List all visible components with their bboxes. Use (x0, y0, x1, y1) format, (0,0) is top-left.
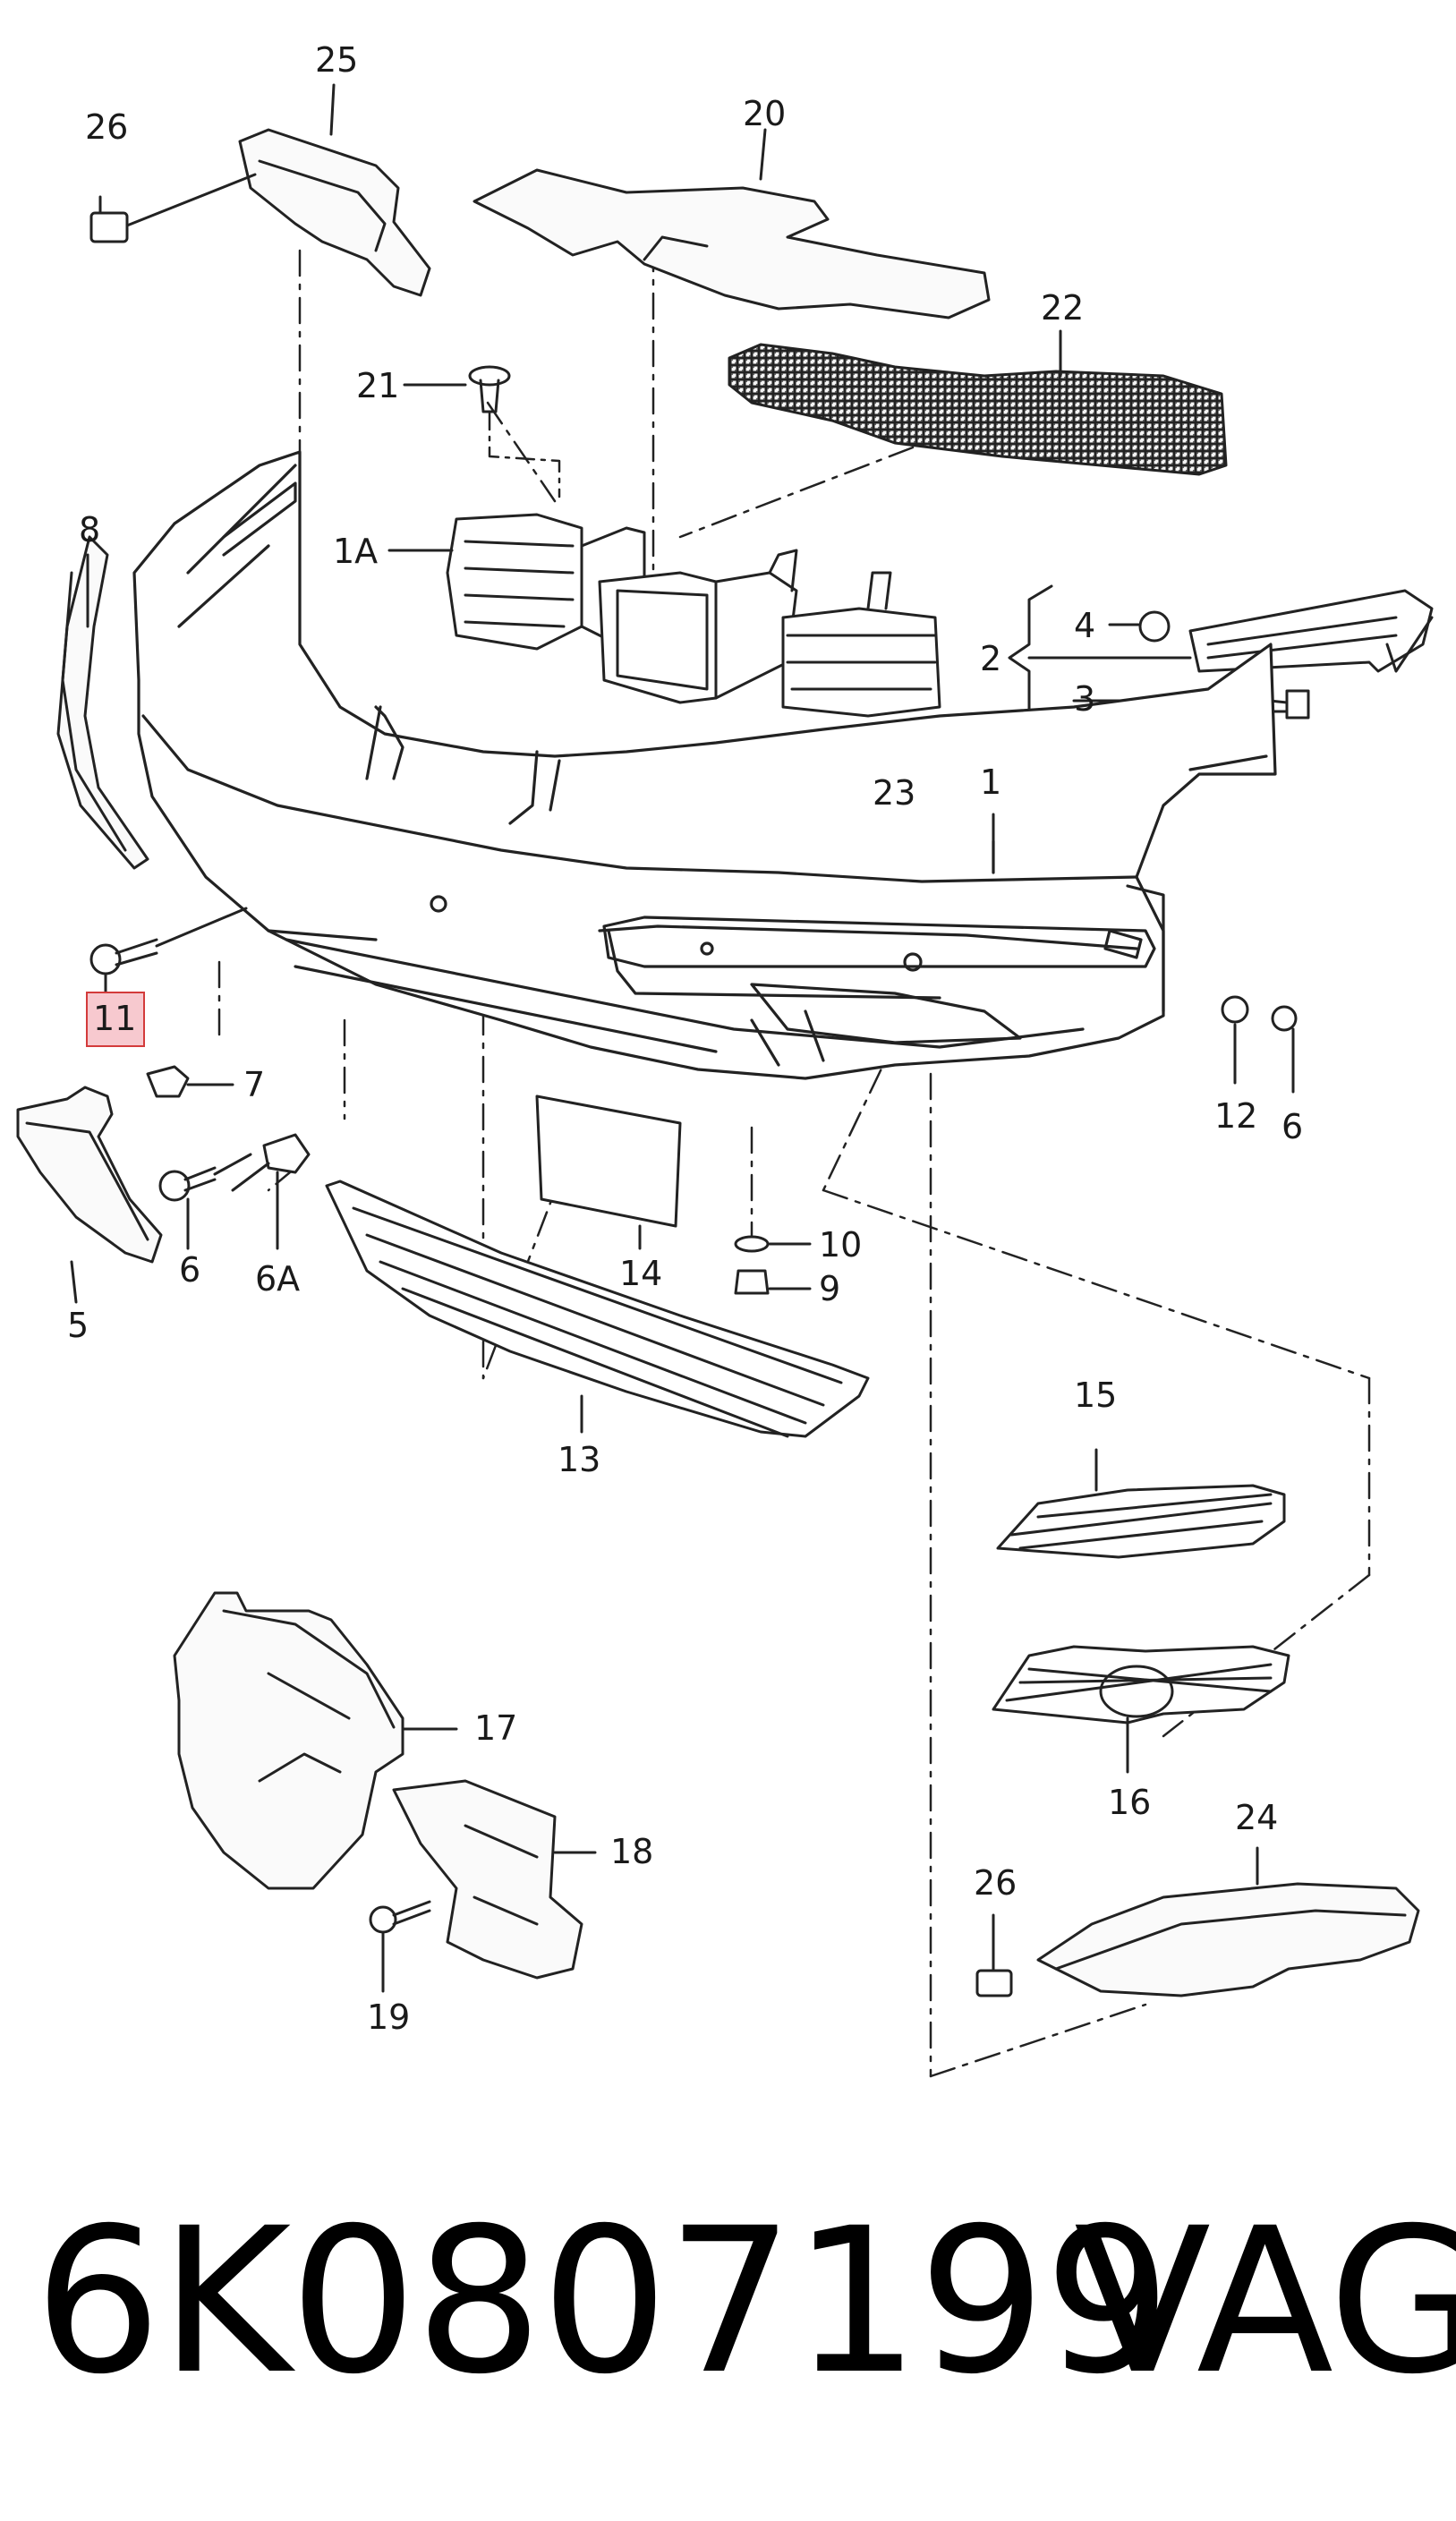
callout-1a[interactable]: 1A (333, 532, 379, 571)
callout-18[interactable]: 18 (610, 1832, 654, 1871)
callout-6-left[interactable]: 6 (179, 1250, 201, 1290)
callout-4[interactable]: 4 (1074, 606, 1096, 645)
part-4-nut (1108, 610, 1171, 643)
footer: 6K0807199 VAG (0, 2202, 1456, 2470)
part-1-bumper (132, 450, 1277, 1080)
callout-8[interactable]: 8 (79, 510, 101, 549)
callout-9[interactable]: 9 (819, 1269, 841, 1308)
callout-17[interactable]: 17 (474, 1708, 518, 1748)
callout-15[interactable]: 15 (1074, 1375, 1118, 1415)
leader-25 (329, 83, 336, 136)
part-18-bracket (392, 1779, 597, 1980)
callout-16[interactable]: 16 (1108, 1783, 1152, 1822)
part-6-screw-left (158, 1153, 252, 1250)
callout-11[interactable]: 11 (93, 999, 137, 1038)
part-12-nut (1221, 995, 1249, 1085)
callout-22[interactable]: 22 (1041, 288, 1085, 328)
callout-23[interactable]: 23 (873, 773, 916, 813)
callout-13[interactable]: 13 (558, 1440, 601, 1479)
part-22-foam-absorber (728, 343, 1228, 476)
part-26-clip-right (975, 1913, 1013, 1997)
part-6-screw-right (1271, 1005, 1298, 1094)
callout-24[interactable]: 24 (1235, 1798, 1279, 1837)
part-11-screw (89, 907, 248, 1000)
callout-3[interactable]: 3 (1074, 679, 1096, 719)
part-13-lower-grille (325, 1180, 870, 1438)
part-14-plate (535, 1094, 682, 1250)
callout-1[interactable]: 1 (980, 762, 1002, 802)
callout-26-right[interactable]: 26 (974, 1863, 1017, 1903)
part-25-duct (238, 128, 431, 297)
part-8-strip (56, 535, 149, 870)
callout-19[interactable]: 19 (367, 1997, 411, 2037)
callout-5[interactable]: 5 (67, 1306, 89, 1345)
leader-20 (759, 128, 767, 181)
part-26-clip (89, 173, 257, 243)
part-21-clip (403, 365, 561, 498)
exploded-parts-diagram (16, 83, 1434, 2078)
part-16-fog-grille (992, 1645, 1290, 1774)
callout-7[interactable]: 7 (243, 1065, 266, 1104)
callout-12[interactable]: 12 (1214, 1096, 1258, 1136)
part-19-screw (369, 1900, 431, 1993)
callout-6-right[interactable]: 6 (1281, 1107, 1304, 1146)
callout-11-highlight (86, 992, 145, 1047)
part-5-trim (16, 1086, 163, 1304)
brand-label: VAG (1074, 2185, 1456, 2418)
callout-2[interactable]: 2 (980, 639, 1002, 678)
part-15-insert (996, 1448, 1286, 1559)
callout-25[interactable]: 25 (315, 40, 359, 80)
callout-26[interactable]: 26 (85, 107, 129, 147)
part-6a-clip (231, 1133, 311, 1250)
part-number: 6K0807199 (34, 2185, 1171, 2418)
part-2-bracket (1188, 589, 1434, 673)
callout-6a[interactable]: 6A (255, 1259, 301, 1299)
part-7-clip (146, 1065, 234, 1098)
part-24-duct (1036, 1846, 1420, 1997)
callout-20[interactable]: 20 (743, 94, 787, 133)
callout-14[interactable]: 14 (619, 1254, 663, 1293)
callout-10[interactable]: 10 (819, 1225, 863, 1265)
diagram-drawing (16, 83, 1434, 2078)
part-10-washer (734, 1235, 812, 1253)
part-9-bolt (734, 1269, 812, 1295)
part-1a-grille (387, 513, 941, 718)
part-17-duct (173, 1591, 458, 1890)
assembly-lines (217, 244, 1371, 2078)
callout-21[interactable]: 21 (356, 366, 400, 405)
part-20-air-guide (473, 168, 991, 319)
